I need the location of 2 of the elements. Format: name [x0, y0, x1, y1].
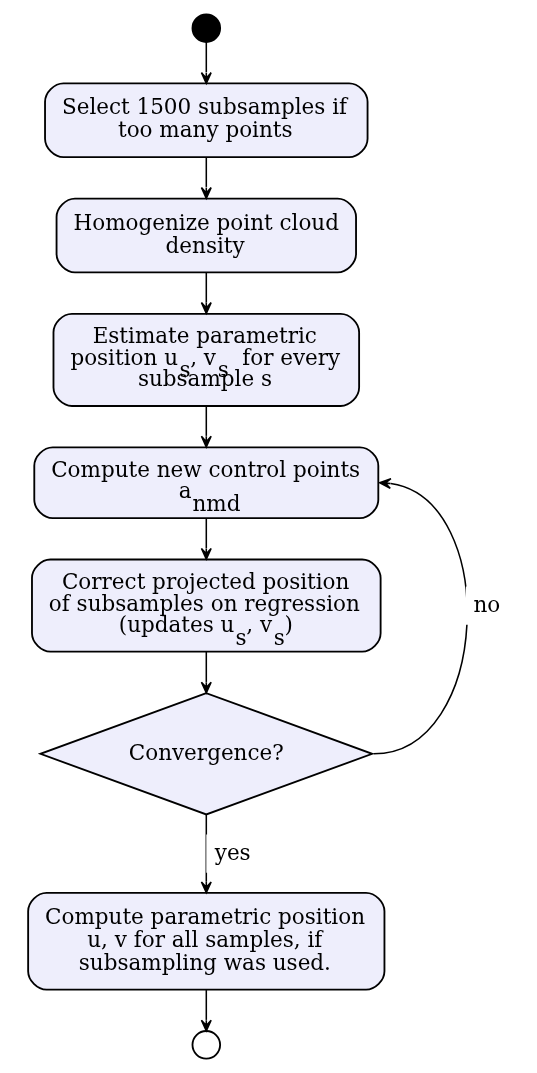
edge-label: yes — [214, 840, 251, 866]
edge-label: no — [473, 592, 501, 618]
